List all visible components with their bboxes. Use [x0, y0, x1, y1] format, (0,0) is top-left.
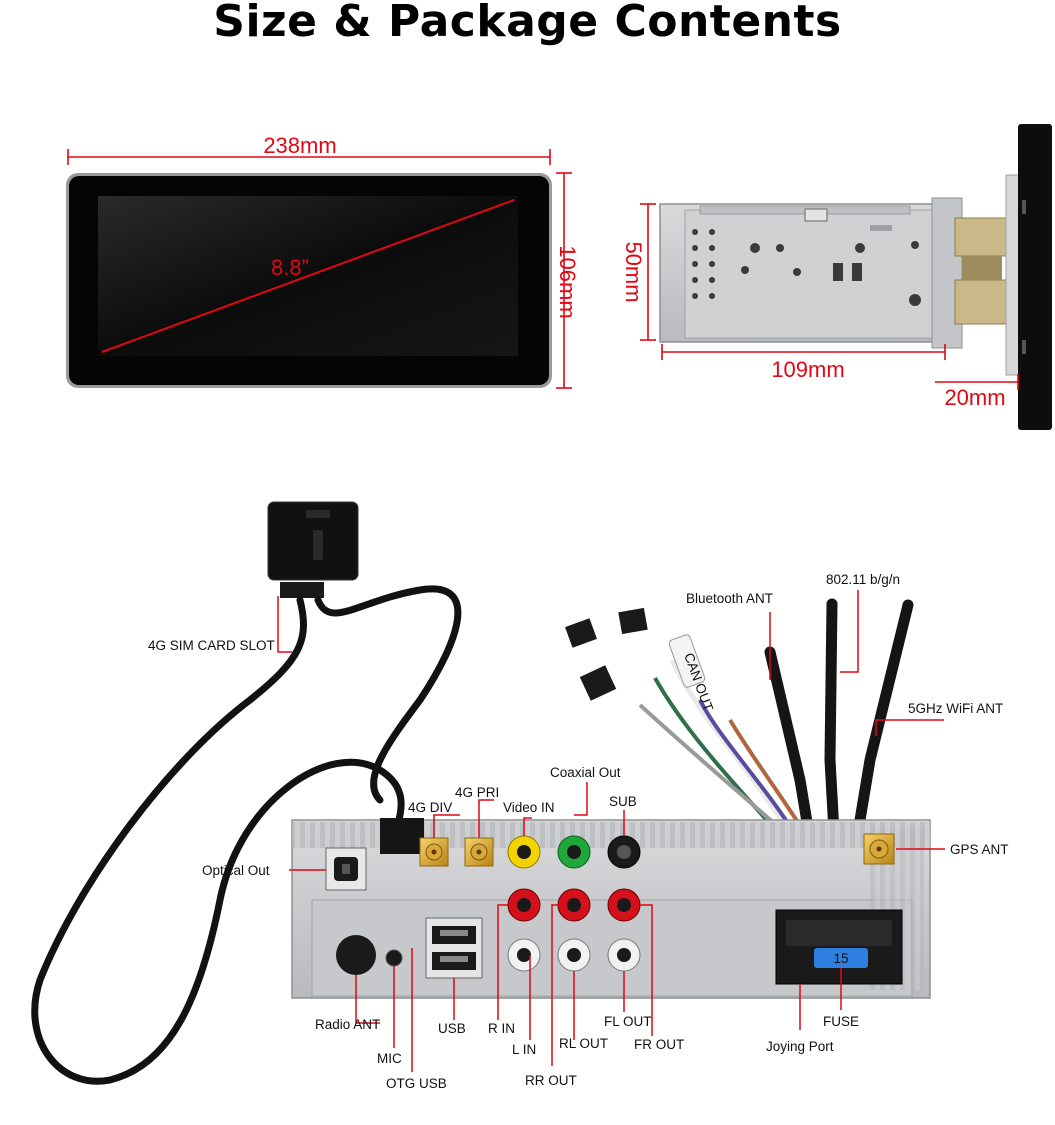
depth-dimension [661, 344, 946, 360]
body-height-dimension [640, 203, 656, 341]
joying-port [775, 909, 903, 985]
callout-lines [277, 590, 945, 1072]
body-height-label: 50mm [621, 241, 646, 302]
rca-rr-out [557, 888, 591, 922]
width-dimension [67, 149, 551, 165]
label-wifi-5: 5GHz WiFi ANT [908, 701, 1003, 716]
label-radio-ant: Radio ANT [315, 1017, 380, 1032]
4g-div-port [419, 837, 449, 867]
label-fl-out: FL OUT [604, 1014, 652, 1029]
rca-fr-out [607, 888, 641, 922]
label-otg-usb: OTG USB [386, 1076, 447, 1091]
label-fr-out: FR OUT [634, 1037, 684, 1052]
label-gps-ant: GPS ANT [950, 842, 1009, 857]
rca-fl-out [607, 938, 641, 972]
label-4g-pri: 4G PRI [455, 785, 499, 800]
height-label: 106mm [555, 245, 580, 318]
front-screen [66, 173, 552, 388]
diagonal-label: 8.8” [271, 255, 309, 280]
label-sim-slot: 4G SIM CARD SLOT [148, 638, 275, 653]
label-rr-out: RR OUT [525, 1073, 577, 1088]
label-wifi-24: 802.11 b/g/n [826, 572, 900, 587]
label-optical-out: Optical Out [202, 863, 270, 878]
label-coaxial-out: Coaxial Out [550, 765, 621, 780]
mic-port [385, 949, 403, 967]
label-bluetooth-ant: Bluetooth ANT [686, 591, 773, 606]
label-joying-port: Joying Port [766, 1039, 834, 1054]
gps-ant-port [863, 833, 895, 865]
usb-ports [425, 917, 483, 979]
rca-r-in [507, 888, 541, 922]
side-view-unit [659, 124, 1052, 430]
radio-ant-port [336, 935, 376, 975]
label-r-in: R IN [488, 1021, 515, 1036]
label-l-in: L IN [512, 1042, 536, 1057]
label-fuse: FUSE [823, 1014, 859, 1029]
rca-rl-out [557, 938, 591, 972]
label-4g-div: 4G DIV [408, 800, 452, 815]
label-mic: MIC [377, 1051, 402, 1066]
sim-card-module [31, 501, 462, 1085]
sim-connector [380, 818, 424, 854]
height-dimension [556, 172, 572, 389]
width-label: 238mm [263, 133, 336, 158]
label-rl-out: RL OUT [559, 1036, 608, 1051]
rca-sub [607, 835, 641, 869]
panel-depth-label: 20mm [944, 385, 1005, 410]
panel-depth-dimension [935, 374, 1019, 390]
label-sub: SUB [609, 794, 637, 809]
page-title: Size & Package Contents [213, 0, 842, 47]
label-video-in: Video IN [503, 800, 555, 815]
fuse-rating: 15 [833, 951, 848, 966]
rca-l-in [507, 938, 541, 972]
rca-coaxial-out [557, 835, 591, 869]
depth-label: 109mm [771, 357, 844, 382]
rca-video-in [507, 835, 541, 869]
label-usb: USB [438, 1021, 466, 1036]
optical-out-port [325, 847, 367, 891]
4g-pri-port [464, 837, 494, 867]
